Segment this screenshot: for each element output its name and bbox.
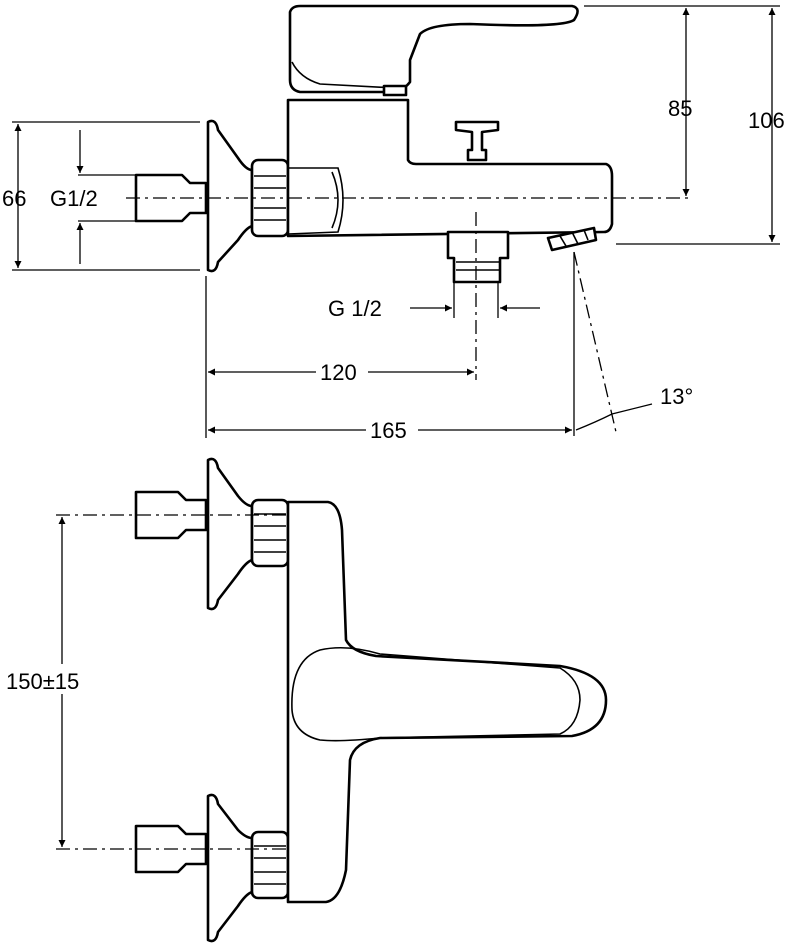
inlet-connector — [134, 173, 208, 223]
diverter-knob — [454, 120, 500, 162]
dim-106-label: 106 — [748, 108, 785, 133]
dim-66-label: 66 — [2, 186, 26, 211]
top-mixer-body — [286, 500, 608, 904]
angle-13-label: 13° — [660, 384, 693, 409]
dim-85-label: 85 — [668, 96, 692, 121]
dim-150-label: 150±15 — [6, 669, 79, 694]
side-view: 85 106 66 G1/2 G 1/2 120 165 13° — [2, 4, 785, 443]
bottom-wall-flange — [206, 793, 254, 943]
bottom-hex-nut — [250, 830, 290, 900]
top-wall-flange — [206, 457, 254, 611]
top-view: 150±15 — [4, 457, 608, 943]
wall-flange — [206, 119, 254, 273]
mixer-body — [286, 98, 614, 238]
top-hex-nut — [250, 498, 290, 568]
spout-aerator — [546, 226, 598, 252]
dim-165-label: 165 — [370, 418, 407, 443]
lever-handle — [288, 4, 579, 94]
shower-outlet — [446, 230, 510, 284]
top-spout-head — [291, 646, 581, 742]
outlet-thread-label: G 1/2 — [328, 296, 382, 321]
dim-120-label: 120 — [320, 360, 357, 385]
inlet-thread-label: G1/2 — [50, 186, 98, 211]
